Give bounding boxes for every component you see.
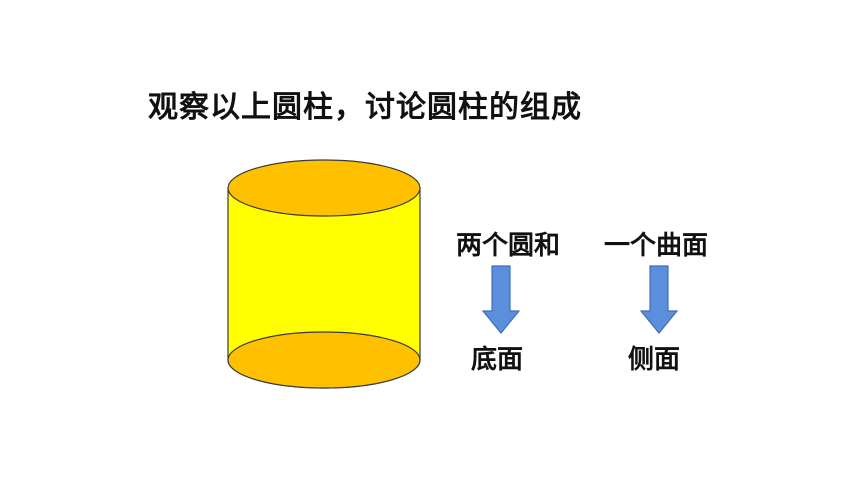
down-arrow-icon xyxy=(639,265,679,334)
cylinder-bottom-base xyxy=(227,331,421,389)
label-base: 底面 xyxy=(471,345,524,375)
cylinder-top-base xyxy=(227,159,421,217)
label-side: 侧面 xyxy=(628,345,681,375)
label-two-circles: 两个圆和 xyxy=(456,231,561,261)
down-arrow-icon xyxy=(481,265,521,334)
slide-title: 观察以上圆柱，讨论圆柱的组成 xyxy=(148,90,582,125)
label-one-curved-surface: 一个曲面 xyxy=(604,231,709,261)
cylinder-illustration xyxy=(227,159,421,389)
